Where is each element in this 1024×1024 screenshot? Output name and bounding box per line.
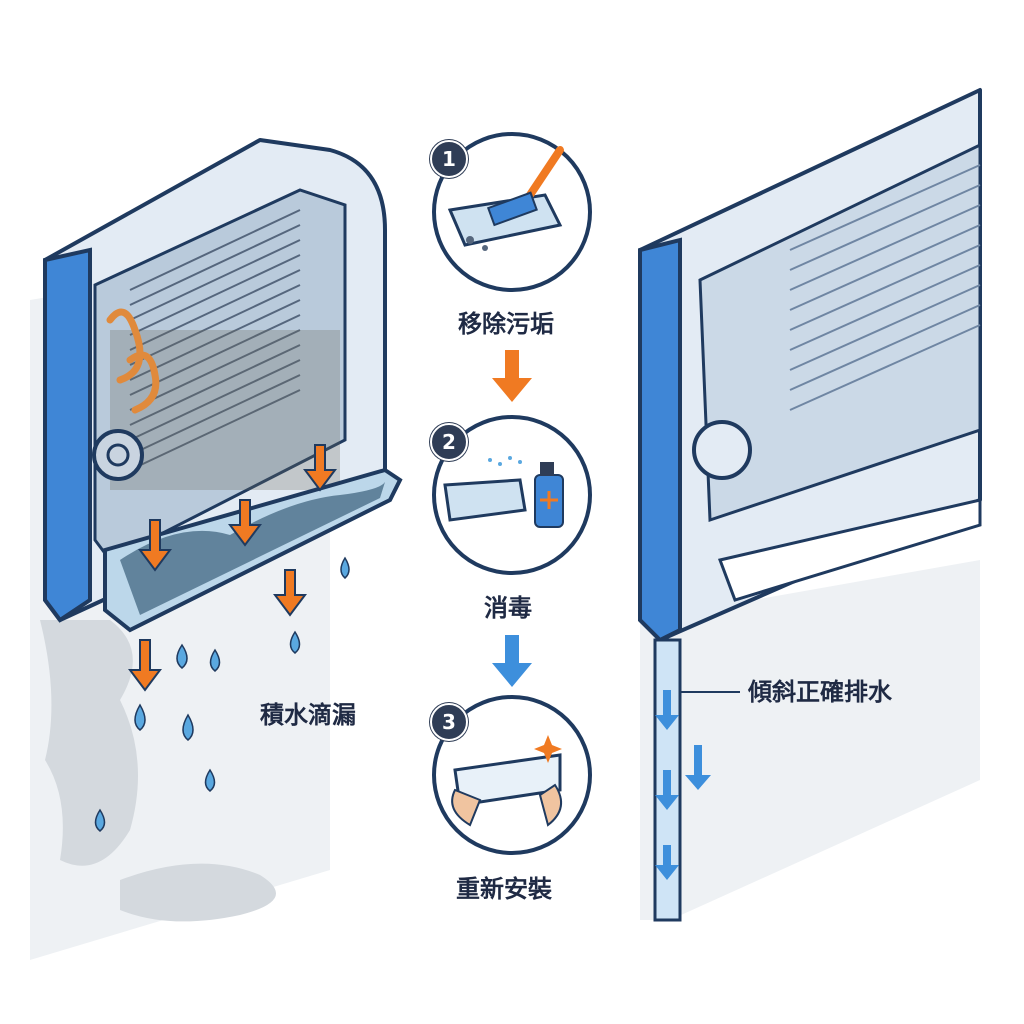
clean-fan-motor: [692, 420, 752, 480]
drain-flow-arrows: [655, 690, 679, 880]
arrow-down-icon: [138, 519, 172, 572]
step-2-number-badge: 2: [430, 423, 468, 461]
clean-coil-fins: [789, 164, 981, 411]
water-drop-icon: [134, 703, 146, 731]
unit-side-panel: [43, 247, 92, 623]
step-arrow-orange: [492, 350, 532, 402]
floor-puddle: [120, 863, 276, 922]
fan-motor: [92, 429, 144, 481]
copper-pipes: [106, 308, 160, 414]
water-drop-icon: [204, 768, 216, 792]
leak-label: 積水滴漏: [260, 701, 356, 729]
step-1-number-badge: 1: [430, 140, 468, 178]
unit-cavity: [93, 188, 347, 562]
arrow-down-icon: [303, 444, 337, 492]
coil-fins: [129, 209, 301, 471]
step-1-label: 移除污垢: [458, 310, 554, 338]
step-3-number-badge: 3: [430, 703, 468, 741]
water-drop-icon: [176, 643, 188, 669]
wall-panel: [640, 560, 980, 920]
arrow-down-icon: [655, 690, 679, 730]
step-2-label: 消毒: [484, 594, 532, 622]
water-drop-icon: [289, 630, 301, 654]
clean-unit-side: [638, 237, 682, 643]
arrow-down-icon: [685, 745, 711, 790]
arrow-down-icon: [128, 639, 162, 692]
sparkle-icon: [534, 735, 562, 763]
spray-mist: [488, 456, 522, 466]
hand-icon: [538, 783, 563, 827]
water-stain: [40, 620, 138, 866]
arrow-down-icon: [228, 499, 262, 547]
water-drop-icon: [340, 556, 350, 579]
leak-arrows: [128, 444, 337, 692]
step-arrow-blue: [492, 635, 532, 687]
tray-icon: [443, 478, 527, 522]
clean-unit-group: [638, 88, 982, 922]
water-drop-icon: [182, 713, 194, 741]
sludge: [120, 482, 385, 615]
arrow-down-icon: [655, 845, 679, 880]
water-drop-icon: [209, 648, 221, 672]
steps-column: [432, 132, 592, 855]
water-drop-icon: [94, 808, 106, 832]
drain-label: 傾斜正確排水: [748, 678, 892, 706]
brush-head-icon: [486, 191, 538, 227]
arrow-down-icon: [273, 569, 307, 617]
arrow-down-icon: [655, 770, 679, 810]
clean-drain-tray: [717, 498, 982, 602]
dirty-unit-group: [30, 138, 403, 960]
water-drops: [94, 556, 350, 832]
hand-icon: [451, 788, 482, 827]
step-3-label: 重新安裝: [456, 875, 552, 903]
